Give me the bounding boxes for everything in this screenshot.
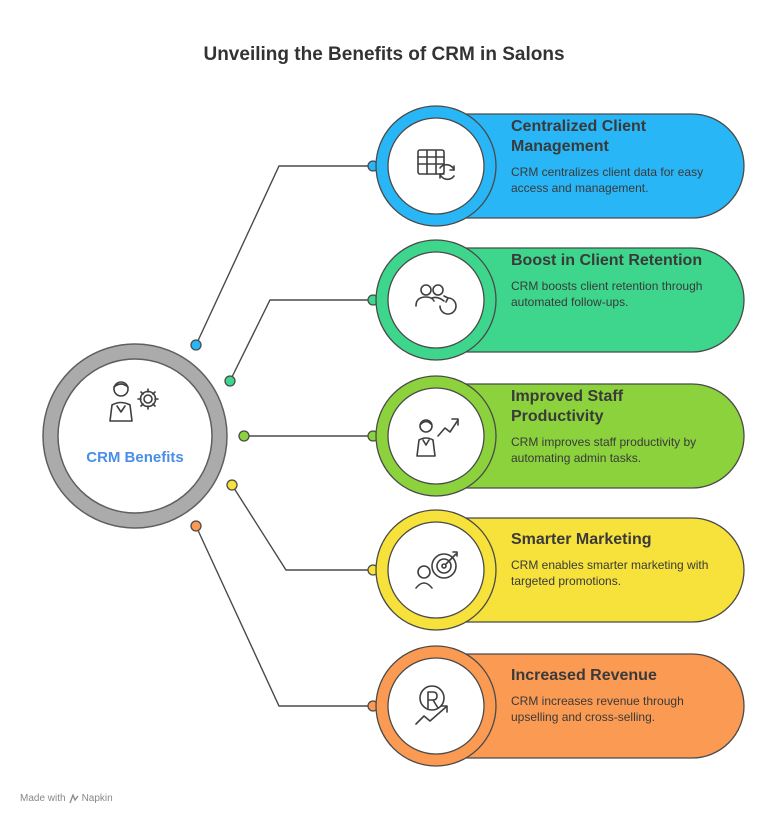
connector-dot-2-start	[224, 375, 236, 387]
page-title: Unveiling the Benefits of CRM in Salons	[203, 44, 565, 65]
benefit-description: CRM enables smarter marketing with targe…	[511, 558, 709, 588]
connector-dot-3-start	[238, 430, 250, 442]
benefit-title: Boost in Client Retention	[511, 252, 703, 269]
benefit-pill-5	[375, 645, 745, 767]
connector-1	[195, 165, 373, 346]
connector-5	[195, 525, 373, 707]
benefit-pill-4	[375, 509, 745, 631]
benefit-description: CRM improves staff productivity by autom…	[511, 435, 697, 465]
hub-label: CRM Benefits	[86, 449, 184, 466]
footer: Made with Napkin	[20, 793, 113, 804]
benefit-title: Improved Staff Productivity	[511, 388, 624, 425]
benefit-title: Smarter Marketing	[511, 531, 652, 548]
benefit-pill-2	[375, 239, 745, 361]
connector-lines	[195, 165, 373, 707]
benefit-description: CRM increases revenue through upselling …	[511, 694, 684, 724]
footer-text: Made with	[20, 793, 66, 804]
benefit-pill-3	[375, 375, 745, 497]
connector-4	[231, 484, 373, 571]
connector-dot-1-start	[190, 339, 202, 351]
person-growth-icon	[416, 418, 459, 457]
footer-brand: Napkin	[81, 793, 113, 804]
benefit-description: CRM centralizes client data for easy acc…	[511, 165, 704, 195]
person-gear-icon	[109, 381, 159, 422]
benefit-title: Centralized Client Management	[511, 118, 647, 155]
benefit-description: CRM boosts client retention through auto…	[511, 279, 703, 309]
revenue-growth-icon	[415, 685, 448, 725]
benefit-title: Increased Revenue	[511, 667, 657, 684]
connector-2	[229, 299, 373, 382]
hub	[42, 343, 228, 529]
table-sync-icon	[417, 149, 455, 181]
connector-dot-4-start	[226, 479, 238, 491]
benefit-pill-1	[375, 105, 745, 227]
person-target-icon	[415, 551, 458, 589]
napkin-logo-icon	[68, 793, 79, 803]
connector-dot-5-start	[190, 520, 202, 532]
users-refresh-icon	[415, 284, 457, 315]
